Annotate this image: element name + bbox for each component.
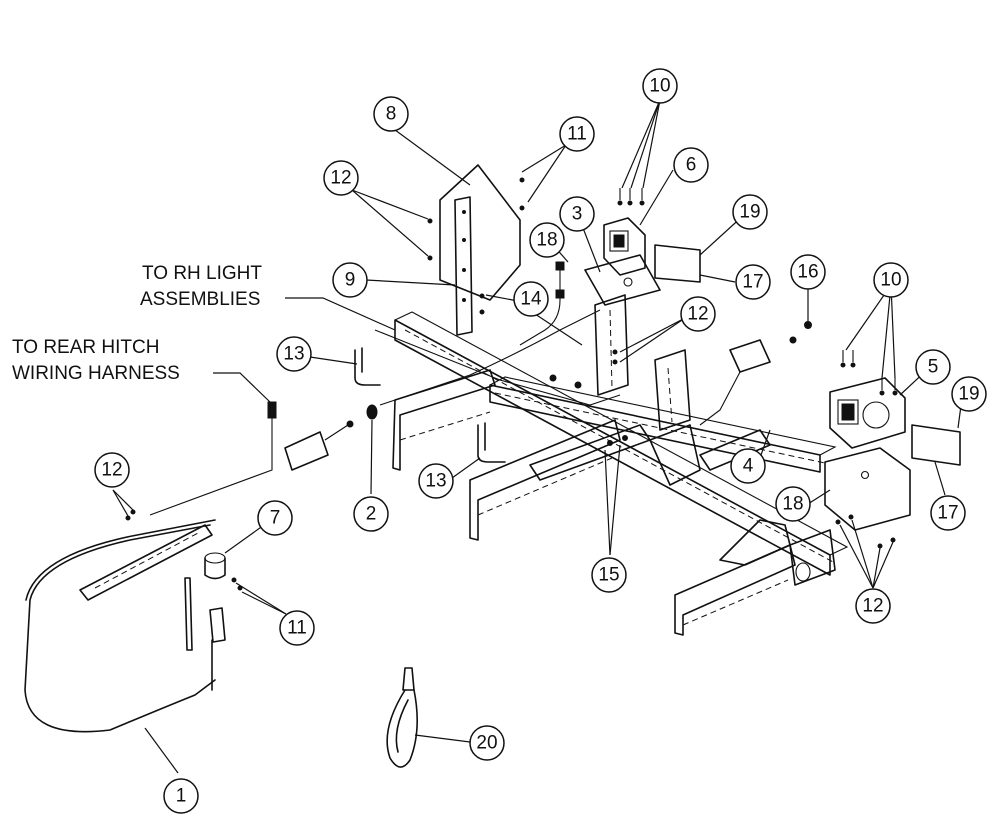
callout-6-label: 6 — [686, 155, 697, 176]
callout-10-left-label: 10 — [649, 76, 670, 97]
callout-13-bottom-label: 13 — [425, 471, 446, 492]
callout-10-right-label: 10 — [880, 270, 901, 291]
callout-12-top: 12 — [323, 160, 359, 196]
callout-20-label: 20 — [476, 733, 497, 754]
callout-12-bottom: 12 — [855, 588, 891, 624]
note-rear-hitch-line1: TO REAR HITCH — [12, 337, 159, 358]
callout-19-top: 19 — [732, 194, 768, 230]
callout-3-label: 3 — [572, 204, 583, 225]
callout-6: 6 — [673, 147, 709, 183]
callout-10-left: 10 — [642, 68, 678, 104]
callout-19-right: 19 — [951, 376, 987, 412]
callout-13-top: 13 — [276, 336, 312, 372]
callout-19-right-label: 19 — [958, 384, 979, 405]
callout-13-bottom: 13 — [418, 463, 454, 499]
callout-1-label: 1 — [176, 786, 187, 807]
smv-sign-drawing — [427, 164, 525, 336]
callout-8-label: 8 — [386, 104, 397, 125]
hardware-drawing — [125, 188, 898, 549]
callout-13-top-label: 13 — [283, 344, 304, 365]
callout-2-label: 2 — [366, 504, 377, 525]
callout-16: 16 — [790, 254, 826, 290]
callout-12-post: 12 — [680, 296, 716, 332]
callout-11-bottom-label: 11 — [287, 618, 307, 639]
callout-12-left: 12 — [94, 452, 130, 488]
callout-17-right-label: 17 — [937, 503, 958, 524]
wiring-harness-drawing — [24, 261, 621, 733]
callout-5: 5 — [915, 349, 951, 385]
callout-11-top: 11 — [559, 116, 595, 152]
callout-3: 3 — [559, 196, 595, 232]
callout-20: 20 — [469, 725, 505, 761]
callout-17-top: 17 — [735, 264, 771, 300]
main-frame-drawing — [354, 254, 911, 636]
callout-11-top-label: 11 — [567, 124, 587, 145]
callout-11-bottom: 11 — [279, 610, 315, 646]
callout-16-label: 16 — [797, 262, 818, 283]
callout-18-top: 18 — [529, 222, 565, 258]
callout-9: 9 — [332, 262, 368, 298]
callout-1: 1 — [163, 778, 199, 814]
callout-17-top-label: 17 — [742, 272, 763, 293]
note-rh-light-line2: ASSEMBLIES — [140, 289, 260, 310]
callout-18-right: 18 — [775, 486, 811, 522]
callout-4: 4 — [730, 448, 766, 484]
callout-18-top-label: 18 — [536, 230, 557, 251]
callout-12-bottom-label: 12 — [862, 596, 883, 617]
callout-4-label: 4 — [743, 456, 754, 477]
callout-14: 14 — [513, 281, 549, 317]
note-rh-light: TO RH LIGHT ASSEMBLIES — [140, 263, 396, 331]
callout-14-label: 14 — [520, 289, 542, 310]
callout-12-post-label: 12 — [687, 304, 708, 325]
strap-drawing — [386, 667, 418, 768]
light-assemblies-drawing — [603, 217, 961, 466]
callout-17-right: 17 — [930, 495, 966, 531]
callout-12-left-label: 12 — [101, 460, 122, 481]
note-rh-light-line1: TO RH LIGHT — [142, 263, 262, 284]
note-rear-hitch-line2: WIRING HARNESS — [12, 363, 180, 384]
callout-5-label: 5 — [928, 357, 939, 378]
callout-19-top-label: 19 — [739, 202, 760, 223]
callout-15-label: 15 — [598, 565, 619, 586]
note-rear-hitch: TO REAR HITCH WIRING HARNESS — [12, 337, 271, 403]
callout-18-right-label: 18 — [782, 494, 803, 515]
callout-10-right: 10 — [873, 262, 909, 298]
leader-lines — [112, 99, 963, 774]
callout-12-top-label: 12 — [330, 168, 351, 189]
callout-2: 2 — [353, 496, 389, 532]
callout-9-label: 9 — [345, 270, 356, 291]
callout-8: 8 — [373, 96, 409, 132]
callout-7: 7 — [257, 500, 293, 536]
callout-15: 15 — [591, 557, 627, 593]
callout-7-label: 7 — [270, 508, 281, 529]
